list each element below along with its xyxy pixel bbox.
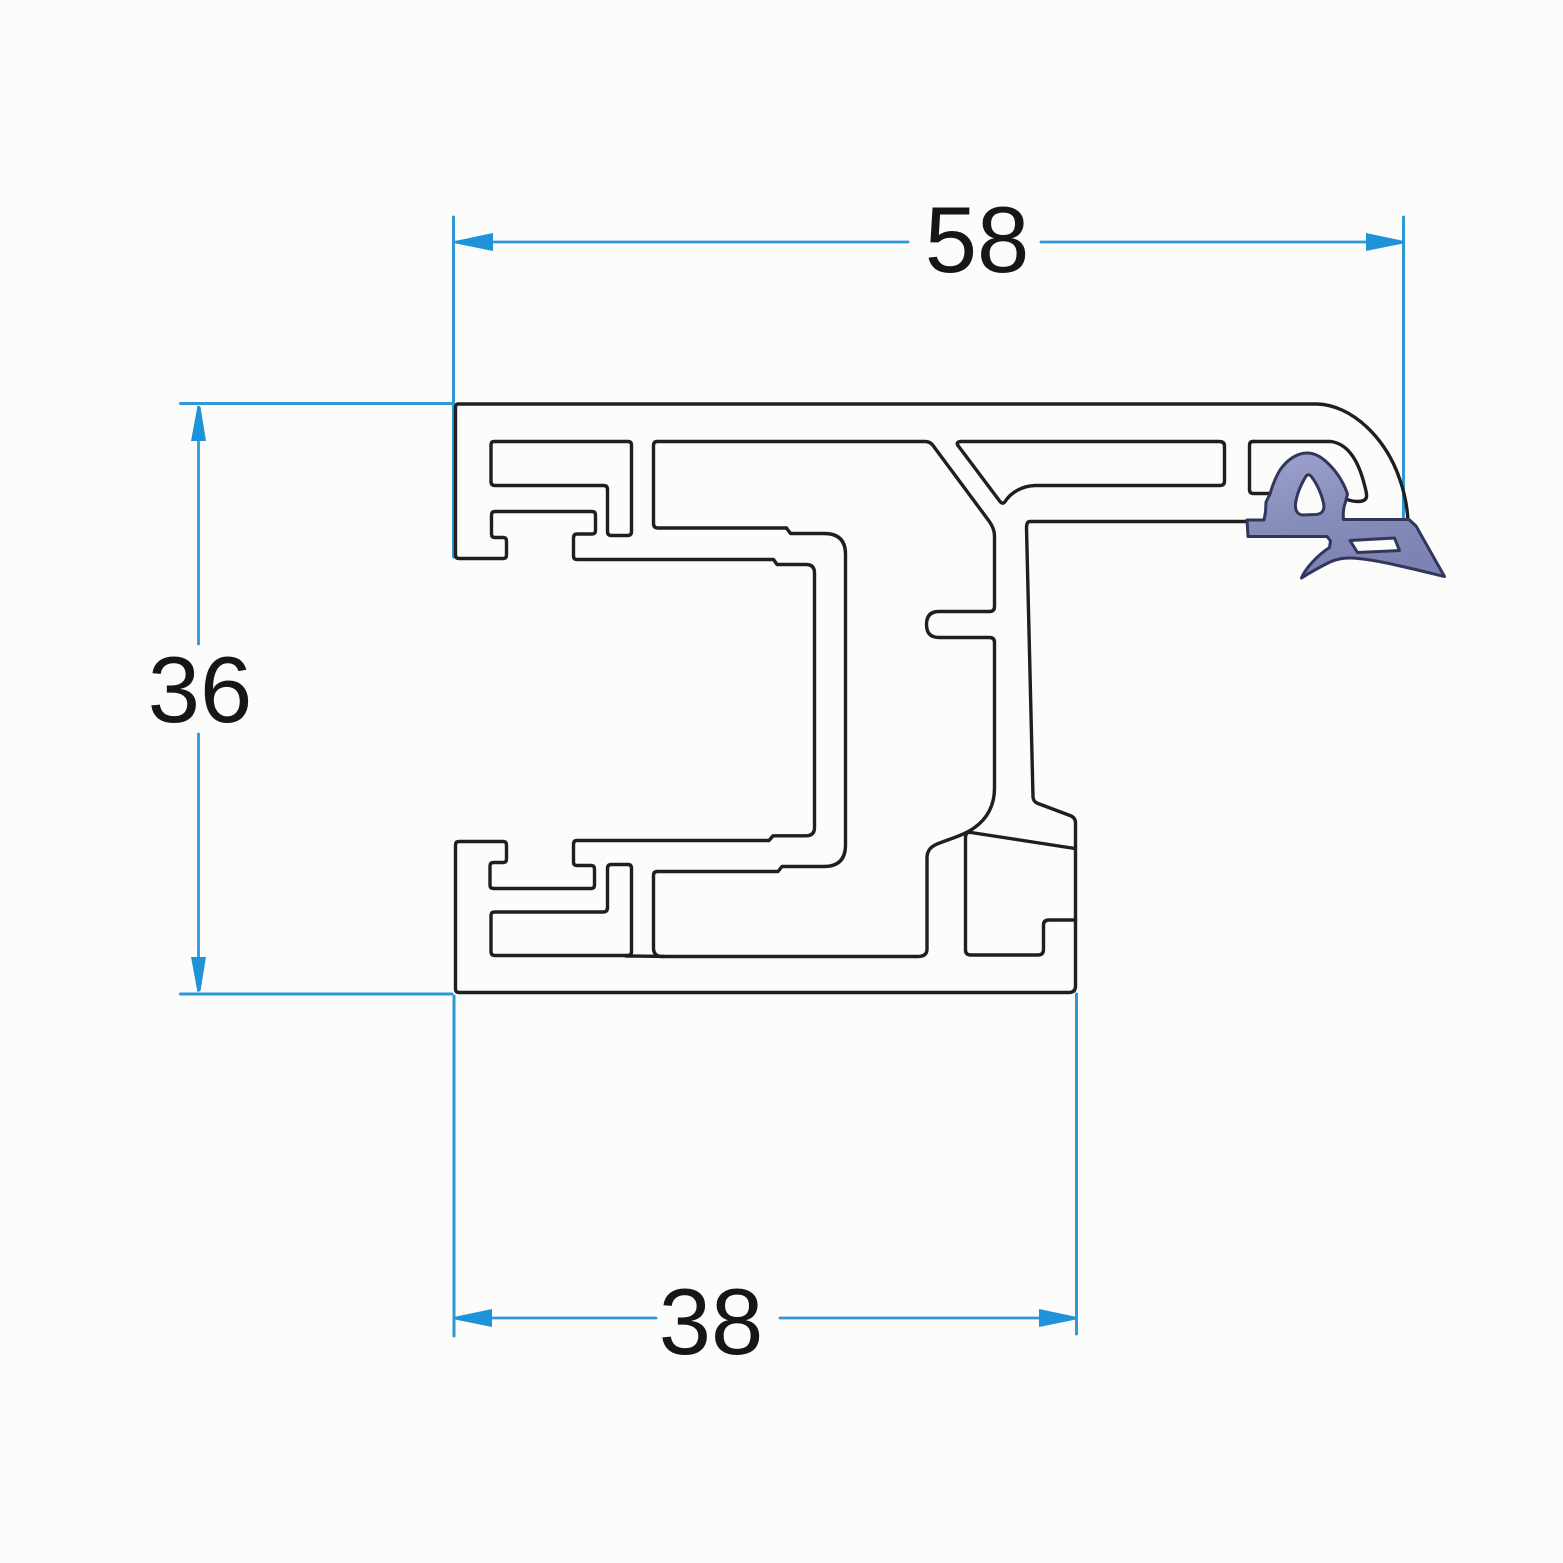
svg-text:58: 58 <box>925 187 1030 292</box>
svg-text:36: 36 <box>148 637 253 742</box>
svg-text:38: 38 <box>659 1269 764 1374</box>
